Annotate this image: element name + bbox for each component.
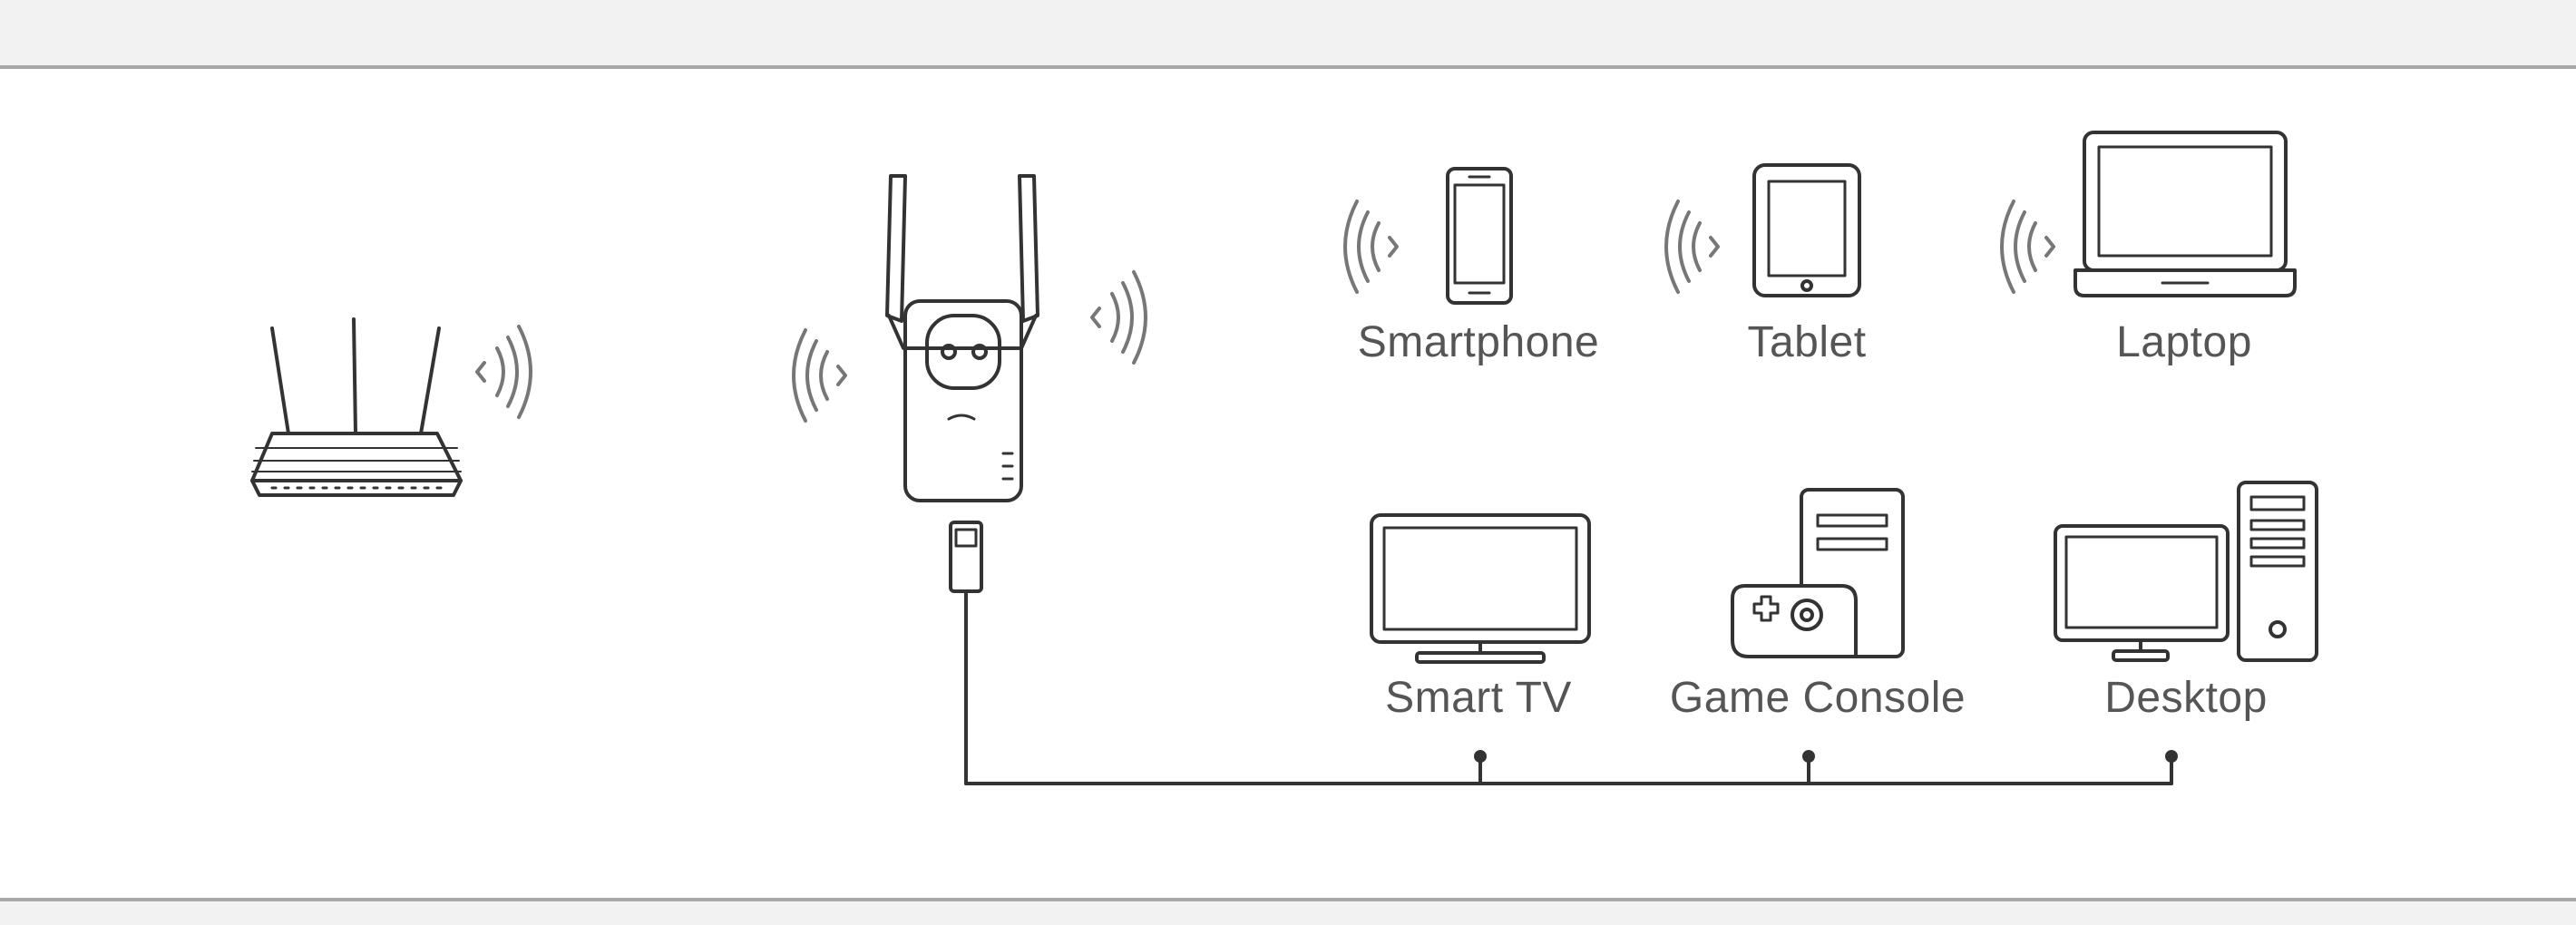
bottom-border <box>0 898 2576 925</box>
top-border <box>0 0 2576 69</box>
smartphone-icon <box>1446 167 1513 305</box>
smart-tv-icon <box>1370 513 1591 664</box>
game-console-label: Game Console <box>1669 674 1966 722</box>
wifi-signal-icon <box>792 328 847 423</box>
game-console-icon <box>1731 488 1905 658</box>
smartphone-label: Smartphone <box>1357 318 1600 366</box>
laptop-icon <box>2073 131 2297 297</box>
wifi-signal-icon <box>1343 200 1399 294</box>
tablet-icon <box>1752 163 1861 297</box>
wifi-signal-icon <box>1090 270 1147 365</box>
tablet-label: Tablet <box>1747 318 1867 366</box>
wifi-router-icon <box>250 317 463 497</box>
wifi-signal-icon <box>475 325 532 419</box>
ethernet-plug-icon <box>949 521 983 785</box>
wifi-signal-icon <box>2000 200 2055 294</box>
laptop-label: Laptop <box>2116 318 2252 366</box>
smart-tv-label: Smart TV <box>1385 674 1572 722</box>
ethernet-cable-line <box>964 750 2178 785</box>
desktop-computer-icon <box>2054 481 2318 662</box>
range-extender-icon <box>885 174 1039 502</box>
wifi-signal-icon <box>1664 200 1720 294</box>
desktop-label: Desktop <box>2104 674 2268 722</box>
